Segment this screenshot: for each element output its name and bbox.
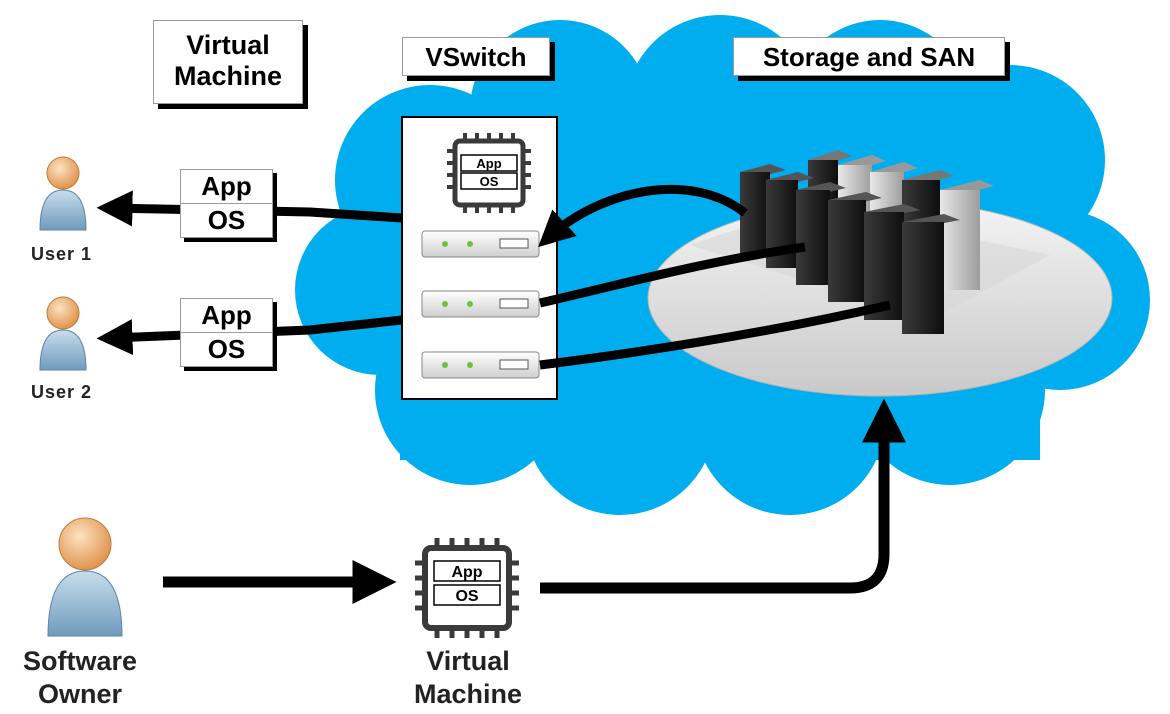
software-owner-label: Software Owner [22, 646, 138, 709]
vswitch-label: VSwitch [402, 37, 550, 76]
chip-app-text: App [476, 156, 501, 171]
switch-device-2 [421, 290, 540, 318]
app-layer: App [201, 171, 252, 201]
user-2-icon [39, 296, 87, 371]
virtual-machine-label-top: Virtual Machine [153, 20, 303, 104]
user-1-icon [39, 156, 87, 231]
switch-device-1 [421, 230, 540, 258]
user-2-app-os-stack: App OS [180, 298, 273, 367]
owner-flow-arrows [163, 398, 906, 604]
storage-connections [538, 184, 891, 370]
virtual-machine-label-bottom: Virtual Machine [413, 646, 523, 709]
vm-chip-icon-bottom: App OS [415, 538, 519, 638]
chip-os-text: OS [480, 174, 499, 189]
user-connections [96, 190, 403, 356]
software-owner-icon [47, 517, 123, 637]
os-layer: OS [181, 332, 272, 366]
os-layer: OS [181, 203, 272, 237]
vm-chip-icon-vswitch: App OS [447, 133, 531, 213]
storage-san-label: Storage and SAN [733, 37, 1005, 76]
user-2-label: User 2 [31, 382, 93, 402]
app-layer: App [201, 300, 252, 330]
switch-device-3 [421, 351, 540, 379]
chip-bottom-app-text: App [451, 564, 482, 581]
user-1-label: User 1 [31, 244, 93, 264]
chip-bottom-os-text: OS [455, 588, 478, 605]
user-1-app-os-stack: App OS [180, 169, 273, 238]
